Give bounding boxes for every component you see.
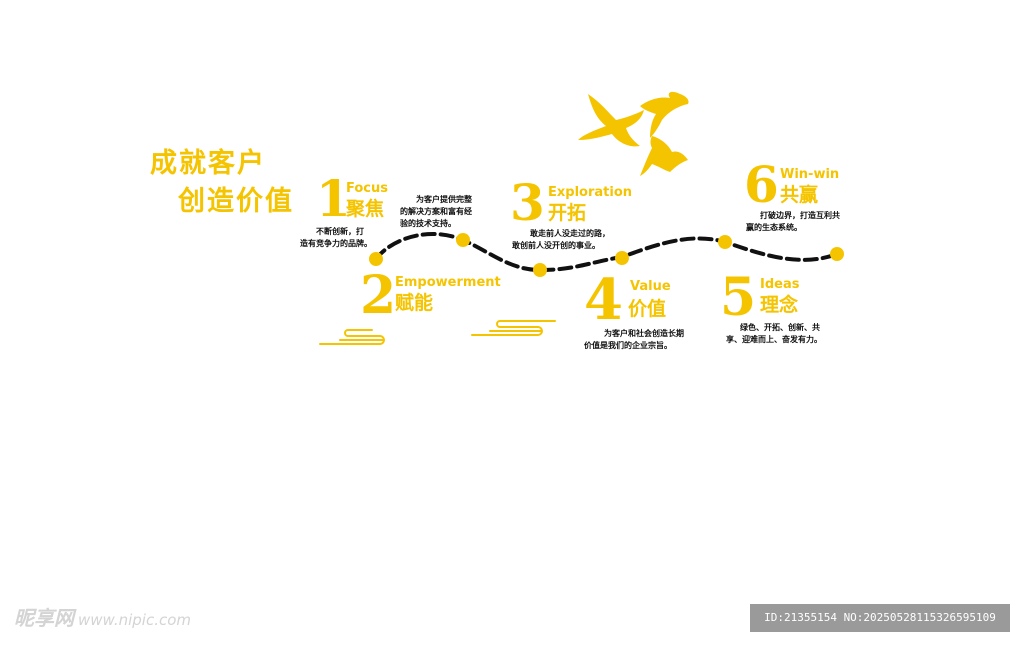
desc-line: 享、迎难而上、奋发有力。 [726,335,822,344]
step-en-label: Exploration [548,185,632,200]
step-number: 4 [584,267,623,333]
step-1-description: 不断创新，打 造有竞争力的品牌。 [300,226,372,250]
desc-line: 为客户提供完整 [416,195,472,204]
step-cn-label: 聚焦 [346,198,385,220]
milestone-dot-5 [718,235,732,249]
step-number: 2 [360,265,397,326]
dashed-road-line [374,232,839,273]
step-number: 3 [510,173,545,232]
step-en-label: Focus [346,181,388,196]
desc-line: 造有竞争力的品牌。 [300,239,372,248]
watermark-brand-text: 昵享网 [14,606,74,630]
desc-line: 赢的生态系统。 [746,223,802,232]
milestone-dot-3 [533,263,547,277]
step-cn-label: 价值 [628,298,667,320]
step-5: 5 Ideas 理念 [720,267,820,328]
headline-line-1: 成就客户 [150,148,266,179]
step-cn-label: 共赢 [780,184,819,206]
desc-line: 不断创新，打 [316,227,364,236]
step-number: 1 [316,169,351,228]
desc-line: 验的技术支持。 [400,219,456,228]
desc-line: 的解决方案和富有经 [400,207,472,216]
step-4: 4 Value 价值 [584,272,684,328]
step-3-description: 敢走前人没走过的路， 敢创前人没开创的事业。 [512,228,610,252]
desc-line: 价值是我们的企业宗旨。 [584,341,672,350]
step-cn-label: 开拓 [548,202,587,224]
desc-line: 敢创前人没开创的事业。 [512,241,600,250]
step-number: 5 [720,267,757,328]
desc-line: 绿色、开拓、创新、共 [740,323,820,332]
step-3: 3 Exploration 开拓 [510,173,632,232]
milestone-dot-1 [369,252,383,266]
milestone-dot-4 [615,251,629,265]
step-2: 2 Empowerment 赋能 [360,265,501,326]
step-en-label: Value [630,279,671,294]
milestone-dot-2 [456,233,470,247]
desc-line: 为客户和社会创造长期 [604,329,684,338]
step-2-description: 为客户提供完整 的解决方案和富有经 验的技术支持。 [400,194,472,230]
flying-doves-icon [578,91,689,176]
desc-line: 敢走前人没走过的路， [530,229,610,238]
cloud-ornament-icon [319,329,385,345]
step-6-description: 打破边界，打造互利共 赢的生态系统。 [746,210,840,234]
step-cn-label: 赋能 [395,292,434,314]
watermark-url: www.nipic.com [78,611,192,629]
step-number: 6 [744,155,779,214]
step-en-label: Ideas [760,277,800,292]
step-en-label: Win-win [780,167,840,182]
desc-line: 打破边界，打造互利共 [760,211,840,220]
headline-line-2: 创造价值 [178,186,294,217]
step-5-description: 绿色、开拓、创新、共 享、迎难而上、奋发有力。 [726,322,822,346]
step-6: 6 Win-win 共赢 [744,160,864,210]
milestone-dot-6 [830,247,844,261]
step-en-label: Empowerment [395,275,501,290]
step-4-description: 为客户和社会创造长期 价值是我们的企业宗旨。 [584,328,684,352]
step-cn-label: 理念 [760,294,799,316]
step-1: 1 Focus 聚焦 [316,174,396,224]
cloud-ornament-icon [471,320,556,336]
image-id-bar: ID:21355154 NO:20250528115326595109 [750,604,1010,632]
